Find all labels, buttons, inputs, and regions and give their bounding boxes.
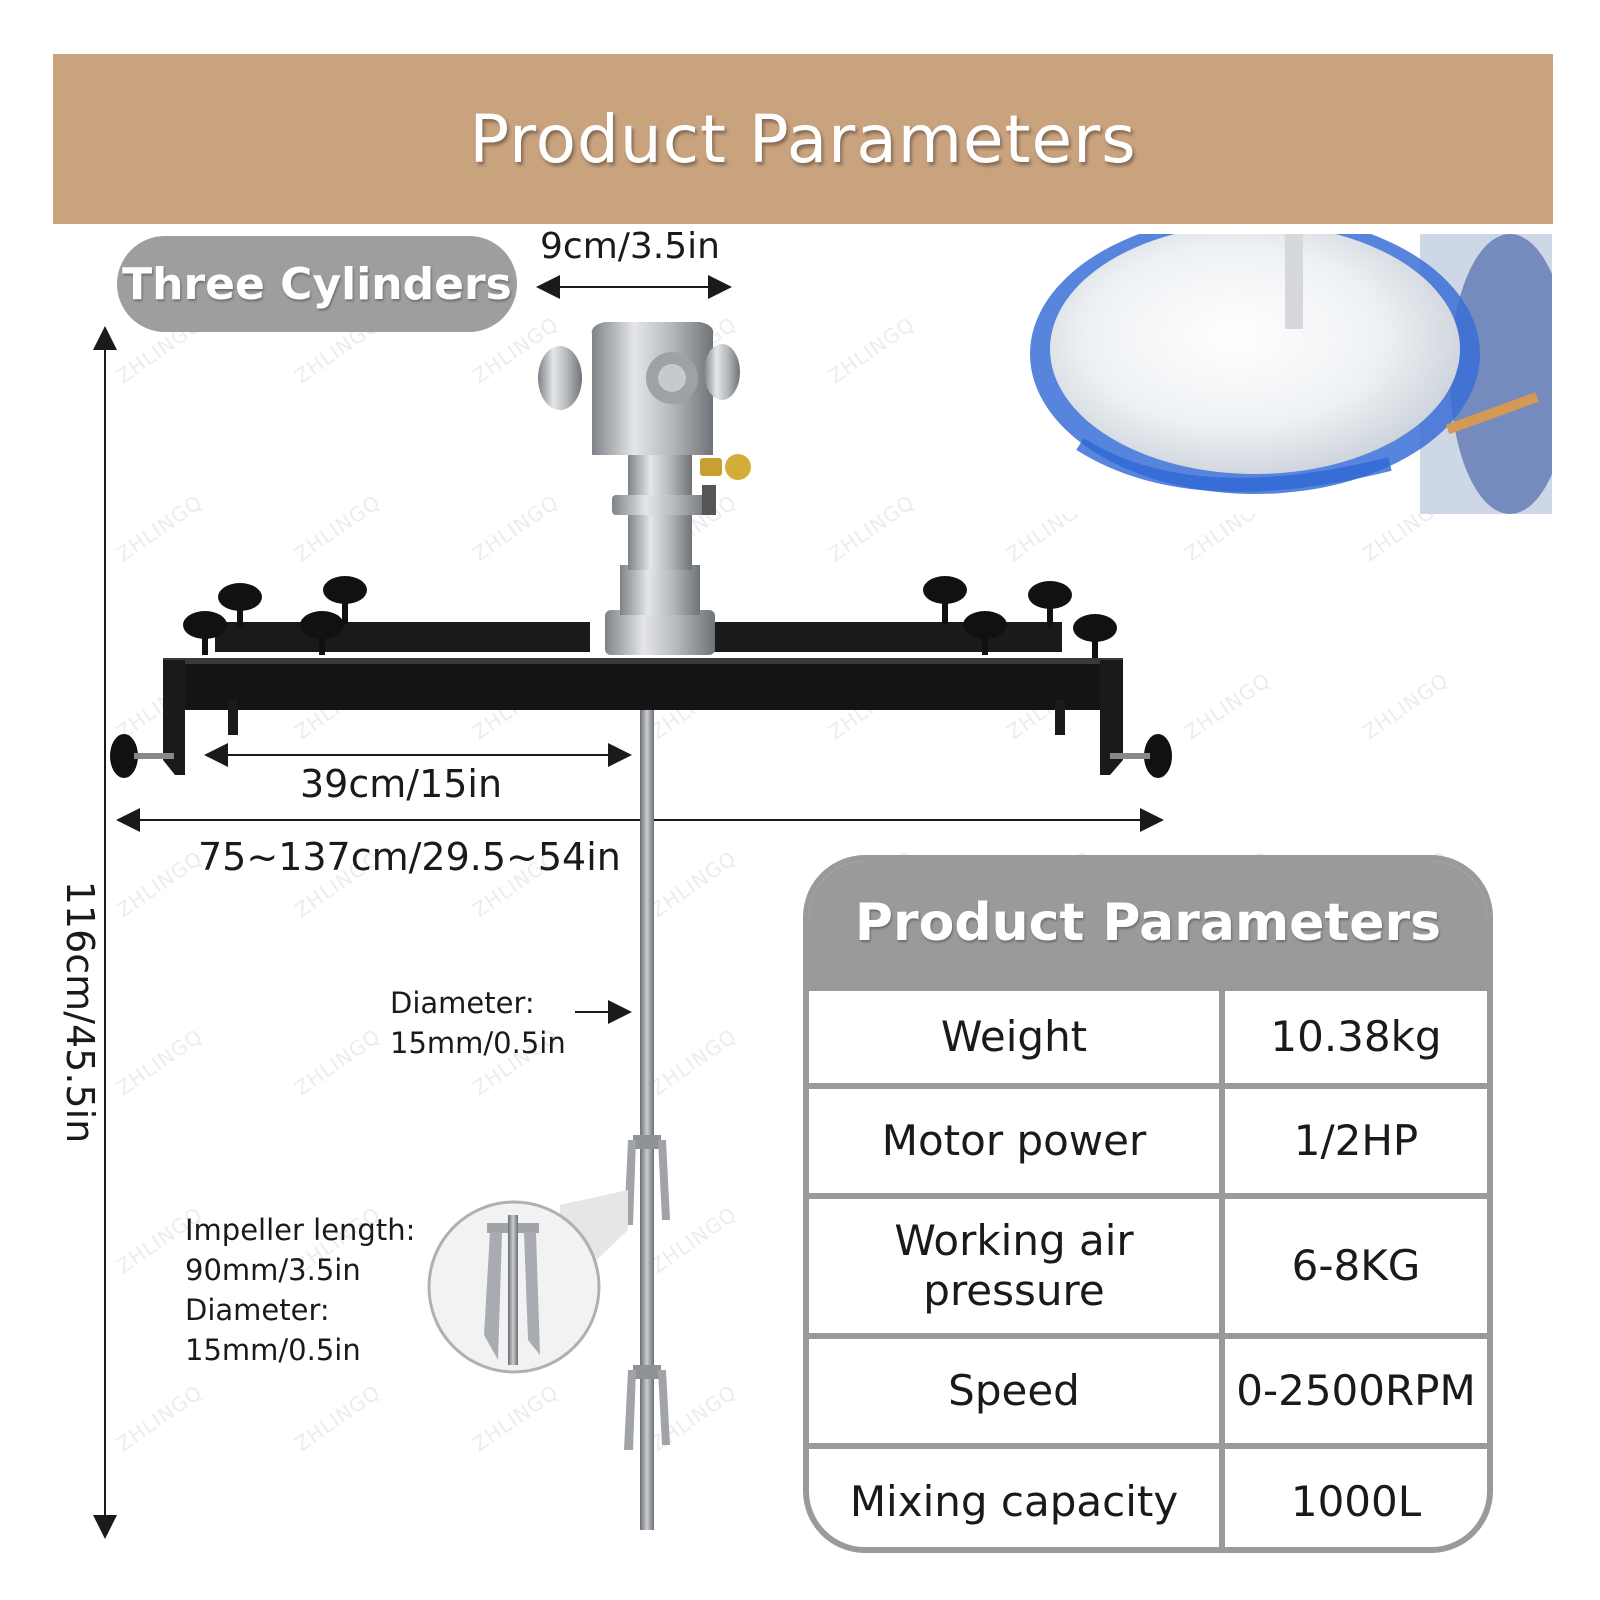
parameters-card: Product Parameters Weight 10.38kg Motor …: [803, 855, 1493, 1553]
param-label: Working air pressure: [809, 1193, 1225, 1336]
table-row: Working air pressure 6-8KG: [809, 1193, 1487, 1336]
shaft-diameter-label: Diameter:: [390, 986, 535, 1020]
table-row: Speed 0-2500RPM: [809, 1333, 1487, 1446]
full-width-label: 75~137cm/29.5~54in: [198, 835, 621, 879]
header-title: Product Parameters: [469, 100, 1137, 178]
impeller-diameter-label: Diameter:: [185, 1293, 330, 1327]
paint-mixing-photo: [990, 234, 1552, 514]
param-value: 0-2500RPM: [1222, 1333, 1487, 1446]
shaft-diameter-callout: Diameter: 15mm/0.5in: [390, 983, 566, 1063]
half-width-label: 39cm/15in: [300, 762, 503, 806]
param-value: 10.38kg: [1222, 985, 1487, 1086]
parameters-card-header: Product Parameters: [809, 861, 1487, 985]
clamp-knobs: [110, 576, 1172, 778]
param-label: Motor power: [809, 1083, 1225, 1196]
shaft-diameter-value: 15mm/0.5in: [390, 1026, 566, 1060]
impeller-callout: Impeller length: 90mm/3.5in Diameter: 15…: [185, 1210, 415, 1370]
table-row: Weight 10.38kg: [809, 985, 1487, 1086]
three-cylinders-badge: Three Cylinders: [117, 236, 517, 332]
impeller-length-value: 90mm/3.5in: [185, 1253, 361, 1287]
table-row: Mixing capacity 1000L: [809, 1443, 1487, 1547]
mixer-shaft: [640, 705, 654, 1530]
header-banner: Product Parameters: [53, 54, 1553, 224]
impeller-diameter-value: 15mm/0.5in: [185, 1333, 361, 1367]
param-label: Mixing capacity: [809, 1443, 1225, 1547]
badge-label: Three Cylinders: [122, 258, 512, 310]
parameters-table: Weight 10.38kg Motor power 1/2HP Working…: [809, 985, 1487, 1547]
mounting-frame: [163, 622, 1123, 775]
air-motor: [538, 322, 751, 655]
motor-width-label: 9cm/3.5in: [540, 226, 720, 267]
param-label: Weight: [809, 985, 1225, 1086]
param-value: 1000L: [1222, 1443, 1487, 1547]
impeller-length-label: Impeller length:: [185, 1213, 416, 1247]
height-label: 116cm/45.5in: [58, 880, 102, 1144]
paint-bucket-image: [990, 234, 1552, 514]
param-value: 6-8KG: [1222, 1193, 1487, 1336]
impeller-detail-inset: [427, 1190, 628, 1374]
table-row: Motor power 1/2HP: [809, 1083, 1487, 1196]
parameters-card-title: Product Parameters: [854, 893, 1442, 953]
lower-impeller: [624, 1365, 670, 1450]
param-value: 1/2HP: [1222, 1083, 1487, 1196]
param-label: Speed: [809, 1333, 1225, 1446]
